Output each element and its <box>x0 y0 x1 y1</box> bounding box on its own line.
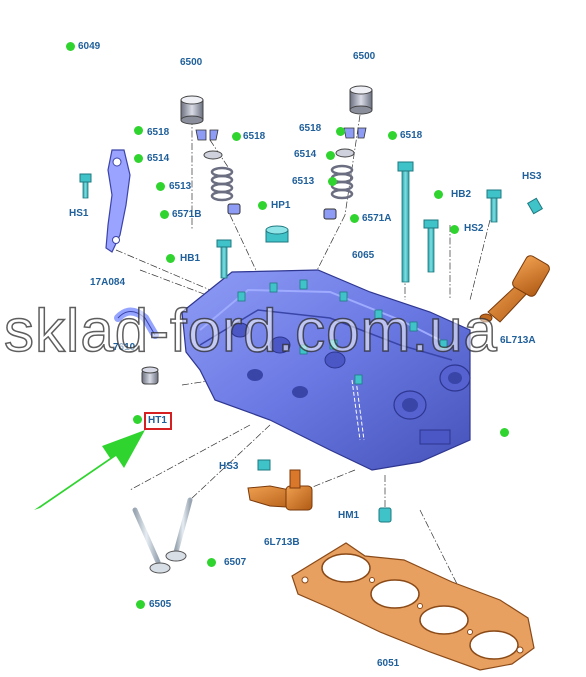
green-dot-icon <box>336 127 345 136</box>
label-6L713A: 6L713A <box>500 335 536 346</box>
label-6L713B: 6L713B <box>264 537 300 548</box>
label-6065: 6065 <box>352 250 375 261</box>
green-arrow-icon <box>34 430 145 510</box>
label-6514-right: 6514 <box>294 149 317 160</box>
label-6500-left: 6500 <box>180 57 203 68</box>
tappet-6500-left <box>180 95 204 125</box>
green-dot-icon <box>388 131 397 140</box>
label-6571A: 6571A <box>362 213 392 224</box>
valve-6505 <box>132 507 171 574</box>
label-6500-right: 6500 <box>353 51 376 62</box>
label-HB1: HB1 <box>180 253 201 264</box>
label-HS3-lower: HS3 <box>219 461 239 472</box>
label-6505: 6505 <box>149 599 172 610</box>
tappet-6500-right <box>349 85 373 115</box>
label-6513-right: 6513 <box>292 176 315 187</box>
bolt-HB2 <box>486 189 502 223</box>
ht1-highlight-box <box>144 412 172 430</box>
green-dot-icon <box>207 558 216 567</box>
green-dot-icon <box>156 182 165 191</box>
green-dot-icon <box>258 201 267 210</box>
label-6513-left: 6513 <box>169 181 192 192</box>
bolt-HS2 <box>423 219 439 273</box>
label-6518-right-left: 6518 <box>299 123 322 134</box>
cylinder-head <box>181 269 471 471</box>
solenoid-6L713B <box>247 469 313 511</box>
plug-HT1 <box>141 366 159 385</box>
valve-retainers <box>203 148 355 160</box>
green-dot-icon <box>136 600 145 609</box>
green-dot-icon <box>500 428 509 437</box>
bolt-HB1 <box>216 239 232 279</box>
green-dot-icon <box>166 254 175 263</box>
plug-HP1 <box>265 225 289 243</box>
label-17A084: 17A084 <box>90 277 126 288</box>
label-6514-left: 6514 <box>147 153 170 164</box>
green-dot-icon <box>434 190 443 199</box>
bolt-HS3-lower <box>257 459 271 471</box>
bracket-17A084 <box>105 149 131 253</box>
green-dot-icon <box>350 214 359 223</box>
label-6518-left-right: 6518 <box>243 131 266 142</box>
green-dot-icon <box>160 210 169 219</box>
bolt-6065 <box>397 161 414 283</box>
label-HM1: HM1 <box>338 510 360 521</box>
bolt-HS1 <box>79 173 92 199</box>
watermark: sklad-ford.com.ua <box>3 296 498 365</box>
green-dot-icon <box>326 151 335 160</box>
head-bolts <box>237 279 448 385</box>
label-6518-left: 6518 <box>147 127 170 138</box>
label-6051: 6051 <box>377 658 400 669</box>
green-dot-icon <box>134 126 143 135</box>
bolt-HS3-top <box>526 197 544 215</box>
label-HT1: HT1 <box>148 415 167 426</box>
cylinder-head-gasket <box>291 542 535 671</box>
solenoid-6L713A <box>479 255 550 323</box>
valve-6507 <box>165 497 193 562</box>
green-dot-icon <box>328 177 337 186</box>
label-6507: 6507 <box>224 557 247 568</box>
green-dot-icon <box>450 225 459 234</box>
label-6571B: 6571B <box>172 209 202 220</box>
green-dot-icon <box>134 154 143 163</box>
green-dot-icon <box>133 415 142 424</box>
label-7610: 7610 <box>113 342 136 353</box>
plug-HM1 <box>378 507 392 523</box>
label-6518-right-right: 6518 <box>400 130 423 141</box>
label-HS1: HS1 <box>69 208 89 219</box>
label-6049: 6049 <box>78 41 101 52</box>
label-HS3-top: HS3 <box>522 171 542 182</box>
hose-7610 <box>114 307 159 339</box>
label-HS2: HS2 <box>464 223 484 234</box>
label-HB2: HB2 <box>451 189 472 200</box>
valve-spring-left <box>210 166 234 202</box>
green-dot-icon <box>232 132 241 141</box>
valve-stem-seals <box>227 203 337 220</box>
green-dot-icon <box>66 42 75 51</box>
label-HP1: HP1 <box>271 200 291 211</box>
valve-keepers <box>195 127 367 141</box>
